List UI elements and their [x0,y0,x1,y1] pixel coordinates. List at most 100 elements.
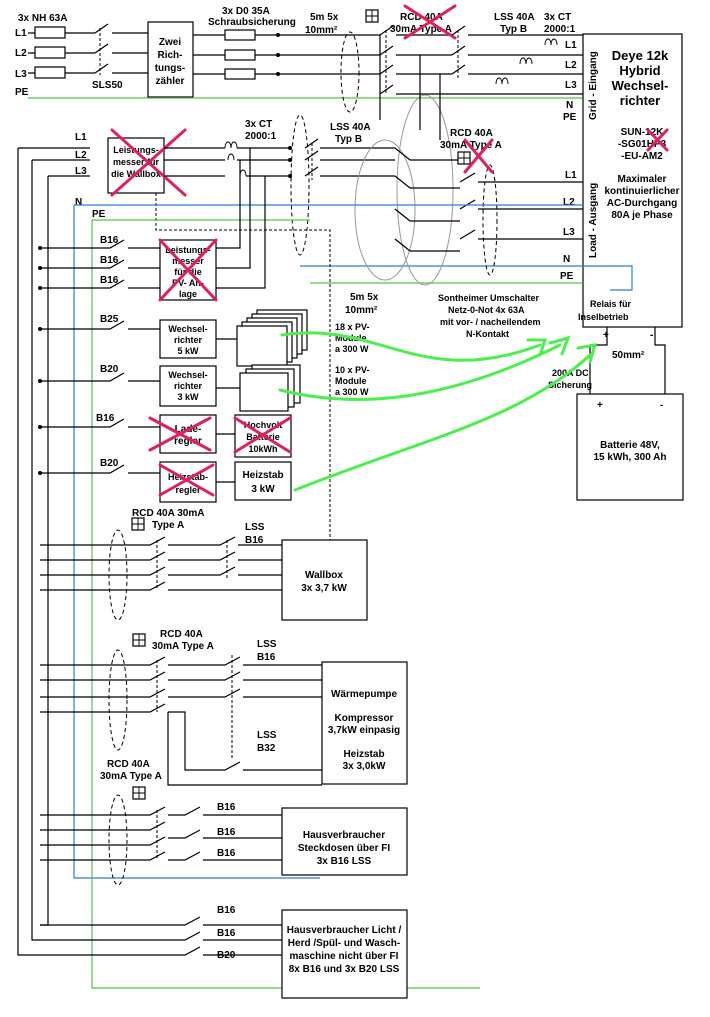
hp-1: Wärmepumpe [331,689,398,700]
ac-info-3: AC-Durchgang [607,198,678,209]
b20-row2: B20 [100,458,119,469]
pv18-1: 18 x PV- [335,322,370,332]
cable-mid-label-2: 10mm² [345,305,378,316]
pv10-3: a 300 W [335,387,369,397]
hv-nofi-4: 8x B16 und 3x B20 LSS [289,964,400,975]
cable-bundle-top [340,31,360,113]
hp-3: Kompressor [335,713,394,724]
battery-box [576,393,684,501]
dc-plus-1: + [603,330,609,341]
hs-2: 3 kW [251,484,275,495]
pm-pv-5: lage [179,289,197,299]
sls-label: SLS50 [92,80,123,91]
hv-b16-2: B16 [217,827,236,838]
relay-label-2: Inselbetrieb [578,312,629,322]
b16-row2: B16 [100,255,119,266]
lss-wp16-2: B16 [257,652,276,663]
model-3: -EU-AM2 [621,151,663,162]
lss-wb-2: B16 [245,535,264,546]
model-2: -SG01HP3 [618,139,667,150]
house-l2: L2 [75,150,87,161]
load-l3: L3 [563,227,575,238]
dc-cable-label: 50mm² [612,350,645,361]
lss-wp16-1: LSS [257,639,277,650]
hv-1: Hochvolt [244,420,283,430]
lss-top-label-1: LSS 40A [494,12,535,23]
inverter-3kw [159,365,217,407]
battery-plus: + [597,400,603,411]
hv-nofi-3: maschine nicht über FI [290,951,399,962]
wr5-3: 5 kW [177,346,199,356]
nh-fuse-l3 [34,66,66,79]
load-l1: L1 [565,170,577,181]
b25-row: B25 [100,314,119,325]
nofi-b16-1: B16 [217,905,236,916]
cable-bundle-rcd-mid [482,164,498,276]
hp-7: 3x 3,0kW [343,761,386,772]
lss-wb-1: LSS [245,522,265,533]
hv-fi-3: 3x B16 LSS [317,856,372,867]
d0-label-2: Schraubsicherung [208,17,296,28]
dc-minus-1: - [650,330,653,341]
hsr-1: Heizstab- [168,472,208,482]
cable-mid-label-1: 5m 5x [350,292,379,303]
inverter-title-4: richter [620,93,660,108]
meter-text-3: tungs- [155,63,186,74]
relay-label-1: Relais für [590,299,632,309]
hp-4: 3,7kW einpasig [328,725,400,736]
wr5-2: richter [174,335,203,345]
nh-fuse-l2 [34,46,66,59]
pv10-1: 10 x PV- [335,365,370,375]
nh-fuse-l1 [34,26,66,39]
lss-wp32-1: LSS [257,730,277,741]
pv18-3: a 300 W [335,344,369,354]
grid-n: N [566,100,573,111]
grid-l1: L1 [565,40,577,51]
hp-6: Heizstab [343,749,384,760]
battery-minus: - [660,400,663,411]
wr3-2: richter [174,381,203,391]
transfer-switch-3: mit vor- / nacheilendem [440,317,541,327]
grid-l2: L2 [565,60,577,71]
transfer-switch-4: N-Kontakt [466,329,509,339]
house-pe: PE [92,209,106,220]
d0-fuse-l3 [224,68,256,80]
d0-fuse-l1 [224,29,256,41]
rcd-hv-2: 30mA Type A [100,771,162,782]
grid-input-label: Grid - Eingang [588,51,599,120]
hv-fi-2: Steckdosen über FI [298,843,390,854]
pm-pv-4: PV- An- [172,278,204,288]
pv10-2: Module [335,376,367,386]
hv-b16-1: B16 [217,802,236,813]
meter-text-4: zähler [156,76,185,87]
wr3-1: Wechsel- [168,370,207,380]
b16-row4: B16 [96,413,115,424]
inverter-title-3: Wechsel- [612,78,669,93]
dc-fuse-2: Sicherung [548,380,592,390]
model-1: SUN-12K [621,127,665,138]
cable-top-label-1: 5m 5x [310,12,339,23]
cable-wp [108,649,128,751]
cable-top-label-2: 10mm² [305,25,338,36]
b16-row3: B16 [100,275,119,286]
pm-wb-2: messer für [113,157,160,167]
hsr-2: regler [175,485,201,495]
ac-info-1: Maximaler [618,174,667,185]
pm-pv-1: Leistungs- [165,245,211,255]
load-l2: L2 [563,197,575,208]
inverter-title-1: Deye 12k [612,48,669,63]
lss-wp32-2: B32 [257,743,276,754]
hs-1: Heizstab [242,470,283,481]
transfer-switch-1: Sontheimer Umschalter [438,293,540,303]
load-output-label: Load - Ausgang [588,183,599,258]
l3-label: L3 [15,69,27,80]
heat-pump [321,661,408,785]
cable-bundle-mid [290,114,310,256]
load-pe: PE [560,271,574,282]
hv-fi-1: Hausverbraucher [303,830,385,841]
ct-top-label-2: 2000:1 [544,24,576,35]
d0-fuse-l2 [224,49,256,61]
ac-info-4: 80A je Phase [611,210,673,221]
pv-modules-18 [236,309,308,367]
